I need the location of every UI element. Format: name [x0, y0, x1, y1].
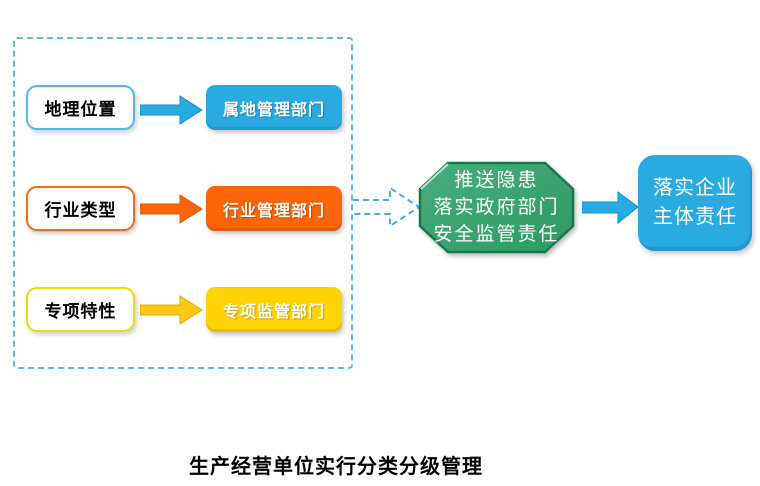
dashed-arrow-right-icon	[353, 186, 421, 228]
arrow-right-icon-blue	[140, 95, 203, 125]
hub-line-1: 推送隐患	[454, 170, 539, 191]
hub-line-2: 落实政府部门	[433, 197, 560, 218]
classification-group-frame	[13, 37, 353, 369]
hub-text: 推送隐患 落实政府部门 安全监管责任	[418, 161, 575, 254]
diagram-caption: 生产经营单位实行分类分级管理	[189, 456, 483, 478]
enterprise-responsibility-box: 落实企业 主体责任	[638, 155, 752, 251]
target-label-special-dept: 专项监管部门	[222, 303, 325, 321]
arrow-right-icon-gold	[140, 295, 203, 325]
source-box-special: 专项特性	[26, 287, 135, 332]
source-box-geography: 地理位置	[26, 85, 135, 130]
source-label-geography: 地理位置	[44, 100, 117, 119]
octagon-shape	[418, 161, 575, 254]
target-label-industry-dept: 行业管理部门	[222, 202, 325, 220]
hub-line-3: 安全监管责任	[433, 224, 560, 245]
source-box-industry: 行业类型	[26, 186, 135, 231]
result-line-1: 落实企业	[653, 177, 737, 199]
source-label-industry: 行业类型	[44, 201, 117, 220]
arrow-right-icon-final	[582, 191, 639, 224]
government-supervision-hub: 推送隐患 落实政府部门 安全监管责任	[418, 161, 575, 254]
target-box-industry-dept: 行业管理部门	[206, 186, 342, 231]
target-box-special-dept: 专项监管部门	[206, 287, 342, 332]
result-line-2: 主体责任	[653, 206, 737, 228]
arrow-right-icon-orange	[140, 194, 203, 224]
source-label-special: 专项特性	[44, 302, 117, 321]
target-box-territorial-dept: 属地管理部门	[206, 85, 342, 130]
target-label-territorial-dept: 属地管理部门	[222, 101, 325, 119]
